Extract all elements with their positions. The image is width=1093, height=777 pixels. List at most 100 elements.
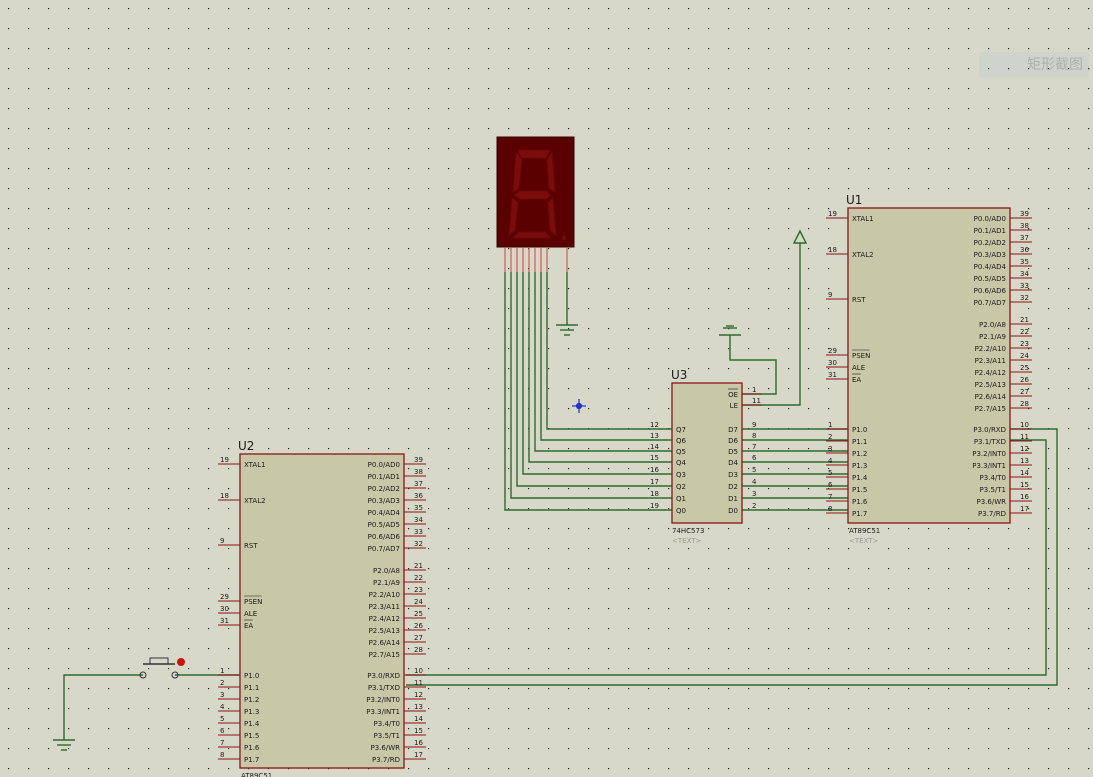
pin-number: 17 [414, 751, 423, 759]
pin-number: 32 [414, 540, 423, 548]
pin-number: 14 [1020, 469, 1029, 477]
pin-number: 21 [1020, 316, 1029, 324]
pin-name: EA [852, 376, 861, 384]
pin-name: P1.7 [244, 756, 259, 764]
pin-number: 3 [752, 490, 756, 498]
pin-name: D5 [728, 448, 738, 456]
pin-name: P2.5/A13 [369, 627, 400, 635]
pin-name: P0.7/AD7 [974, 299, 1006, 307]
pin-number: 25 [1020, 364, 1029, 372]
chip-text-placeholder: <TEXT> [849, 537, 879, 545]
pin-name: P3.6/WR [371, 744, 401, 752]
pin-number: 34 [1020, 270, 1029, 278]
pin-name: P3.4/T0 [374, 720, 400, 728]
pin-name: Q6 [676, 437, 687, 445]
pin-name: D6 [728, 437, 738, 445]
pin-name: P3.3/INT1 [972, 462, 1006, 470]
pin-number: 29 [828, 347, 837, 355]
pin-number: 13 [650, 432, 659, 440]
pin-number: 27 [1020, 388, 1029, 396]
pin-number: 4 [828, 457, 833, 465]
pin-name: OE [728, 391, 738, 399]
pin-name: P2.1/A9 [979, 333, 1006, 341]
pin-name: P0.0/AD0 [974, 215, 1006, 223]
pin-number: 39 [414, 456, 423, 464]
wires[interactable] [63, 243, 1058, 740]
ground-symbols [53, 324, 741, 751]
pin-number: 16 [650, 466, 659, 474]
pin-number: 13 [1020, 457, 1029, 465]
pin-number: 13 [414, 703, 423, 711]
pin-number: 12 [1020, 445, 1029, 453]
pin-name: P3.1/TXD [368, 684, 400, 692]
pin-name: EA [244, 622, 253, 630]
chip-body [671, 382, 743, 524]
pin-name: D7 [728, 426, 738, 434]
pin-number: 3 [828, 445, 832, 453]
pin-number: 11 [414, 679, 423, 687]
pin-number: 18 [220, 492, 229, 500]
pin-name: Q7 [676, 426, 686, 434]
pin-name: P1.2 [244, 696, 259, 704]
pin-number: 5 [828, 469, 832, 477]
pin-name: RST [244, 542, 258, 550]
pin-name: P3.5/T1 [374, 732, 400, 740]
pin-name: P0.5/AD5 [368, 521, 400, 529]
chip-ref-label: U2 [238, 439, 254, 453]
chip-body [239, 453, 405, 769]
pin-number: 10 [414, 667, 423, 675]
pin-name: D2 [728, 483, 738, 491]
button-probe-icon [177, 658, 185, 666]
pin-name: P1.2 [852, 450, 867, 458]
pin-number: 22 [1020, 328, 1029, 336]
chip-part-label: AT89C51 [241, 772, 272, 777]
pin-number: 6 [828, 481, 833, 489]
pin-number: 29 [220, 593, 229, 601]
pin-name: P3.7/RD [372, 756, 400, 764]
pin-number: 1 [220, 667, 224, 675]
pin-number: 12 [650, 421, 659, 429]
pin-name: Q5 [676, 448, 686, 456]
pin-name: P3.4/T0 [980, 474, 1006, 482]
push-button-switch[interactable] [139, 657, 185, 679]
pin-number: 23 [414, 586, 423, 594]
pin-name: P0.4/AD4 [974, 263, 1007, 271]
pin-number: 32 [1020, 294, 1029, 302]
chip-part-label: 74HC573 [672, 527, 704, 535]
segment-glyph-icon [508, 149, 567, 241]
pin-name: P2.5/A13 [975, 381, 1006, 389]
pin-name: P3.3/INT1 [366, 708, 400, 716]
pin-number: 15 [1020, 481, 1029, 489]
chip-body [847, 207, 1011, 524]
pin-name: P0.5/AD5 [974, 275, 1006, 283]
chip-ref-label: U3 [671, 368, 687, 382]
pin-number: 8 [752, 432, 756, 440]
chip-u3[interactable]: U31OE11LE12Q713Q614Q515Q416Q317Q218Q119Q… [650, 368, 762, 545]
pin-number: 16 [414, 739, 423, 747]
pin-name: P1.7 [852, 510, 867, 518]
pin-number: 36 [414, 492, 423, 500]
pin-name: P2.7/A15 [975, 405, 1006, 413]
pin-name: Q4 [676, 459, 687, 467]
pin-number: 28 [1020, 400, 1029, 408]
pin-name: XTAL2 [852, 251, 874, 259]
pin-number: 16 [1020, 493, 1029, 501]
pin-name: P1.0 [244, 672, 259, 680]
display-pins [510, 247, 568, 272]
pin-number: 6 [220, 727, 225, 735]
chip-u2[interactable]: U219XTAL118XTAL29RST29PSEN30ALE31EA1P1.0… [218, 439, 426, 777]
pin-number: 19 [828, 210, 837, 218]
pin-name: P3.7/RD [978, 510, 1006, 518]
pin-name: ALE [244, 610, 257, 618]
pin-name: P1.4 [852, 474, 868, 482]
pin-name: P3.5/T1 [980, 486, 1006, 494]
pin-name: P1.3 [852, 462, 867, 470]
pin-number: 1 [752, 386, 756, 394]
seven-segment-display[interactable] [496, 136, 575, 272]
pin-number: 27 [414, 634, 423, 642]
chip-u1[interactable]: U119XTAL118XTAL29RST29PSEN30ALE31EA1P1.0… [826, 193, 1032, 545]
pin-number: 37 [1020, 234, 1029, 242]
pin-number: 7 [828, 493, 832, 501]
pin-name: PSEN [244, 598, 262, 606]
